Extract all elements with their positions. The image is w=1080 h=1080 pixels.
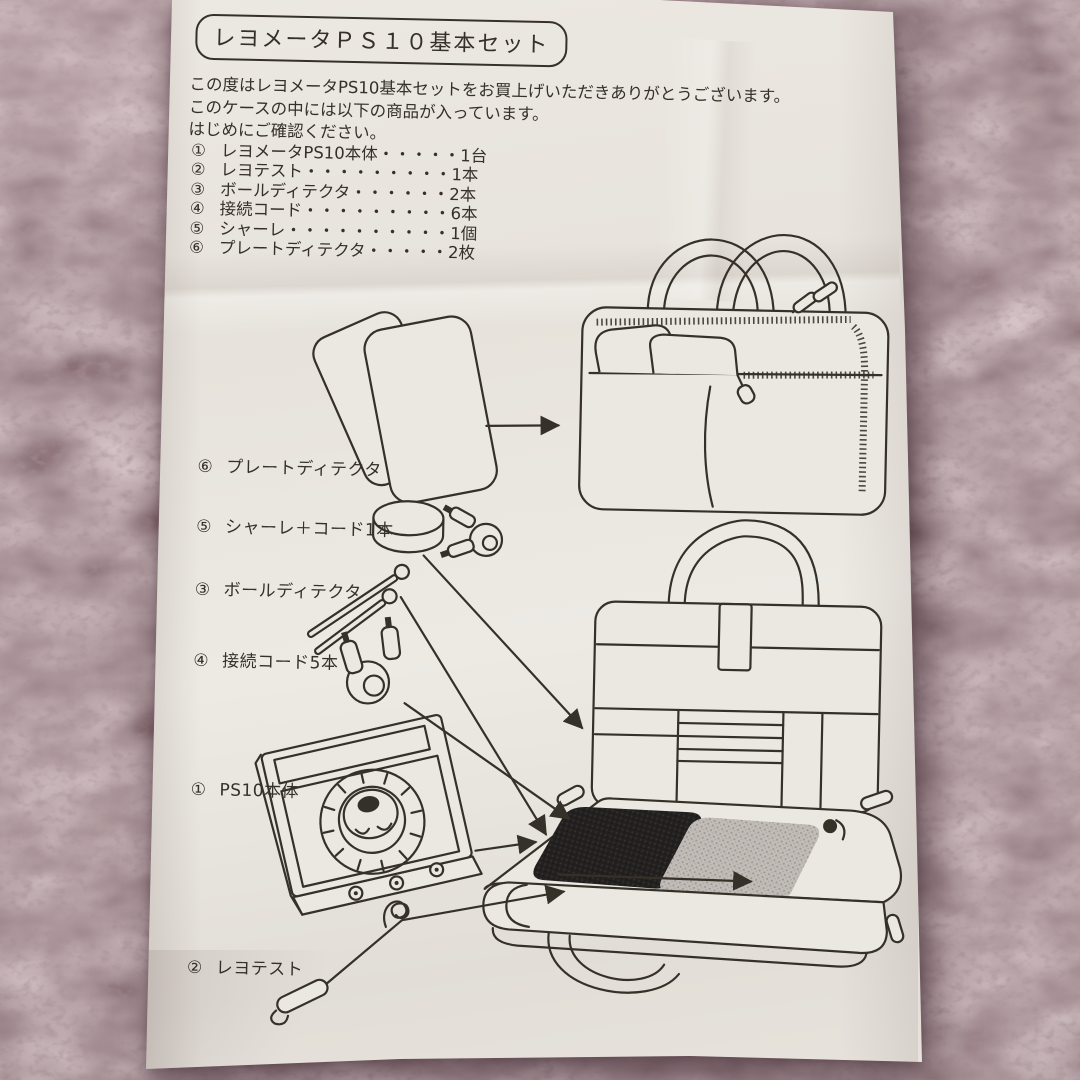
open-case-handle	[667, 519, 820, 609]
tray-base-lip	[491, 926, 868, 968]
arrow-pad-to-pad	[557, 870, 753, 891]
strap-tab	[556, 784, 585, 807]
fabric-fold-line	[703, 385, 714, 508]
case-handles	[646, 233, 847, 320]
connector-jacks	[348, 862, 445, 901]
tray-handle	[547, 931, 681, 994]
black-detector-pad	[533, 807, 702, 889]
latch-strap	[717, 602, 753, 672]
cord-knob-dot	[823, 819, 838, 834]
strap-tab	[885, 913, 905, 944]
dial-ticks	[322, 771, 423, 872]
zipper-pull-tab	[812, 281, 839, 303]
plate-in-pocket	[648, 333, 739, 376]
pocket-dividers	[675, 708, 824, 812]
carry-case-open-drawing	[482, 519, 905, 994]
dish-cord-drawing	[439, 504, 504, 558]
plate-detectors-drawing	[312, 311, 498, 504]
pocket-zipper-pull	[736, 384, 756, 405]
strap-tab	[860, 789, 894, 811]
sheet-title: レヨメータＰＳ１０基本セット	[194, 13, 568, 68]
arrow-rayotest-to-tray	[325, 884, 566, 985]
zipper-top	[596, 315, 851, 326]
ball-detectors-drawing	[306, 563, 410, 656]
pocket-slots	[593, 721, 785, 765]
arrow-ps10-to-pad	[474, 834, 538, 855]
connection-cords-drawing	[339, 616, 402, 705]
pocket-zipper	[743, 371, 874, 379]
arrow-balls-to-pad	[399, 595, 547, 836]
carry-case-closed-drawing	[578, 233, 890, 516]
ps10-device-drawing	[254, 713, 483, 916]
tray-front-rail	[482, 881, 888, 955]
guide-arrows	[325, 554, 753, 985]
arrow-plates-to-case	[485, 415, 561, 436]
arrow-cords-to-pad	[403, 702, 571, 820]
arrow-dish-to-case	[422, 554, 584, 730]
petri-dish-drawing	[371, 500, 445, 554]
tangled-cord-squiggle	[383, 900, 410, 928]
